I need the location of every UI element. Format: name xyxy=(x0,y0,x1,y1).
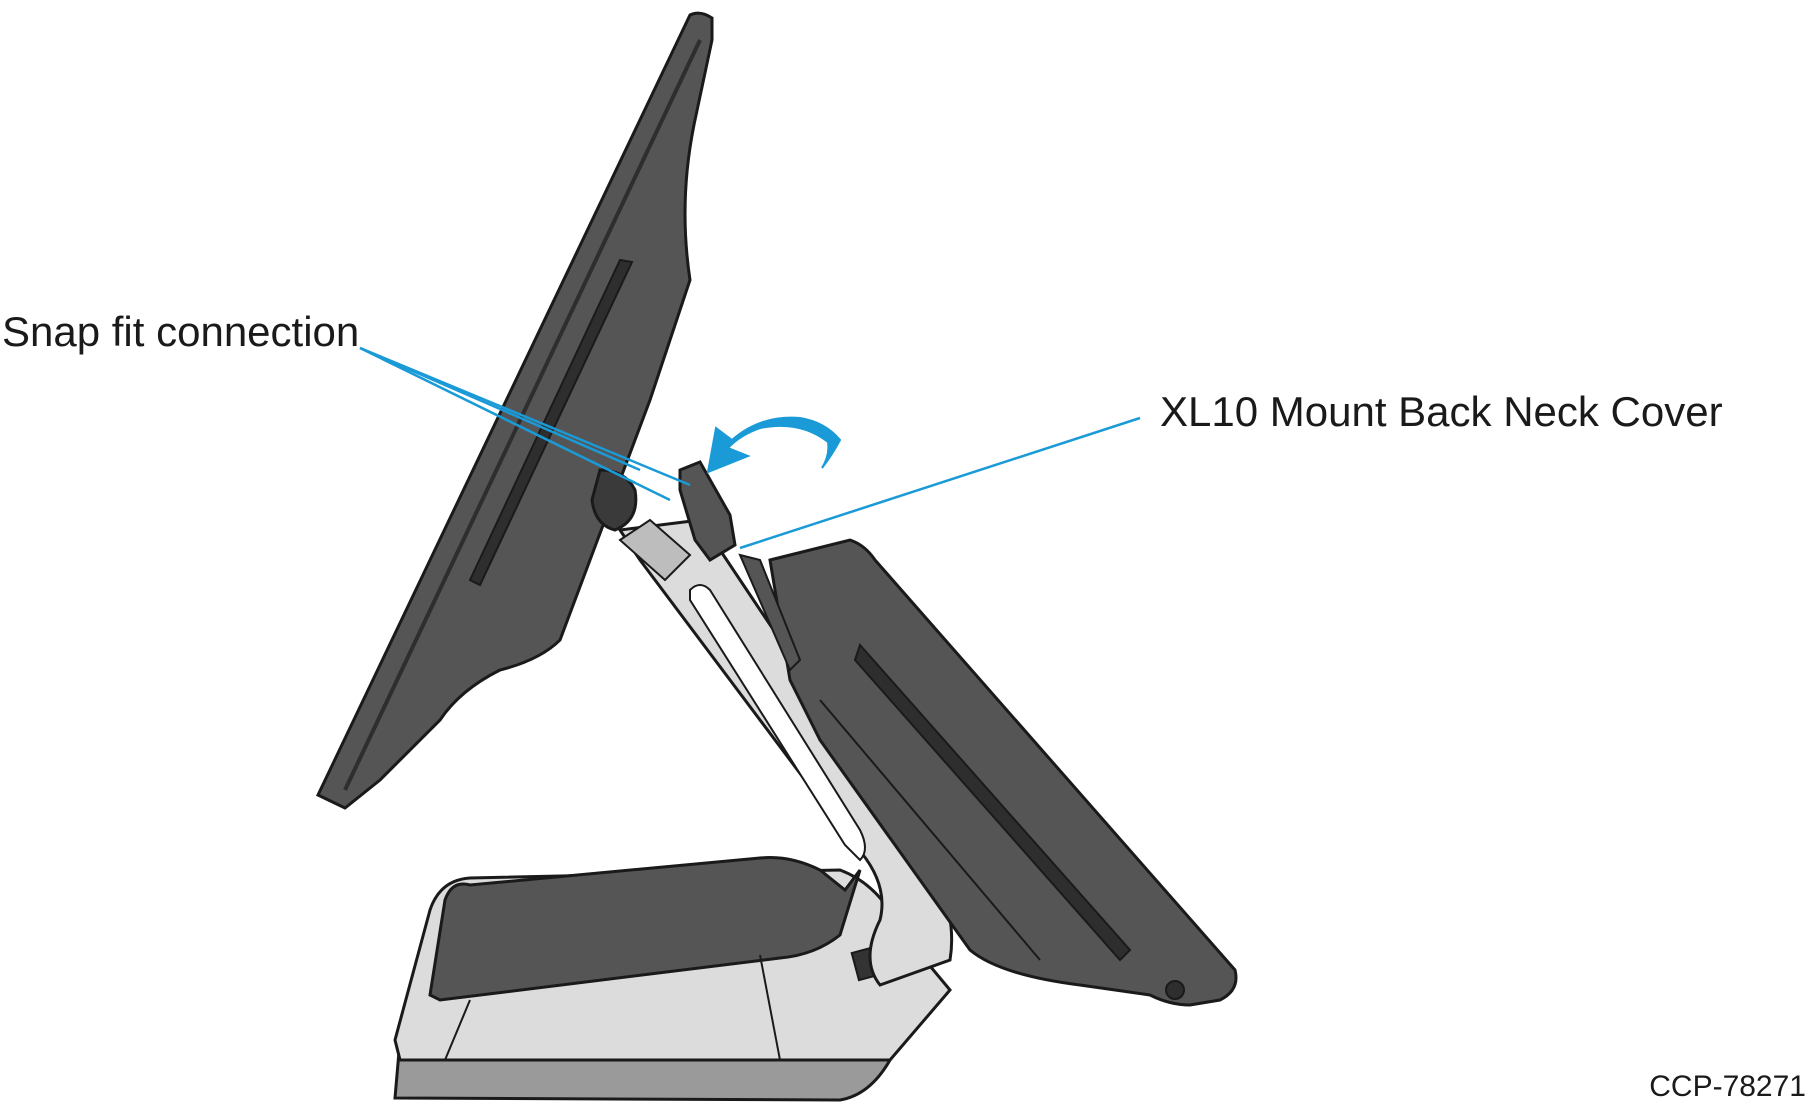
snap-fit-leaders xyxy=(359,346,691,502)
neck-cover-part xyxy=(678,460,802,672)
figure-id: CCP-78271 xyxy=(1649,1070,1806,1103)
neck-cover-leader xyxy=(739,416,1141,550)
stand-base xyxy=(393,856,952,1102)
rear-display xyxy=(768,538,1238,1007)
snap-fit-connection-label: Snap fit connection xyxy=(2,308,360,355)
neck-cover-label: XL10 Mount Back Neck Cover xyxy=(1160,388,1723,435)
front-display xyxy=(316,11,714,810)
curved-arrow-icon xyxy=(706,416,842,474)
